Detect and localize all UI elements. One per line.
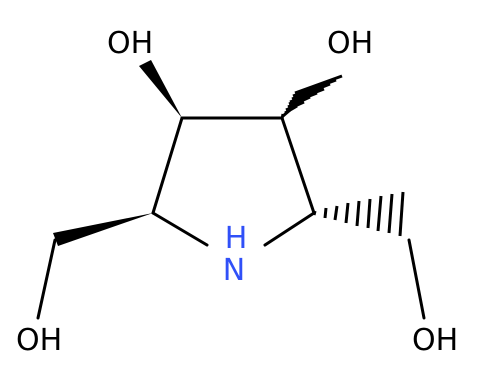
wedge-bond-c3-oh	[139, 60, 182, 118]
wedge-bond-c2-ch2	[53, 213, 153, 246]
atom-oh-top-right: OH	[327, 26, 373, 61]
atom-oh-bottom-right: OH	[412, 323, 458, 358]
bond-c3-c2	[151, 116, 184, 215]
bond-c5-n	[263, 211, 316, 247]
atom-ring-nitrogen-n: N	[223, 253, 245, 288]
bond-ch2-oh-right	[407, 238, 426, 320]
bond-c4-c5	[280, 116, 316, 215]
hash-bond-c4-oh	[280, 74, 343, 120]
hash-bond-c5-ch2	[312, 191, 405, 237]
atom-oh-top-left: OH	[107, 26, 153, 61]
bond-ch2-oh-left	[36, 238, 57, 320]
bond-c2-n	[151, 211, 209, 247]
atom-ring-nitrogen-h: H	[225, 221, 248, 256]
atom-oh-bottom-left: OH	[16, 323, 62, 358]
